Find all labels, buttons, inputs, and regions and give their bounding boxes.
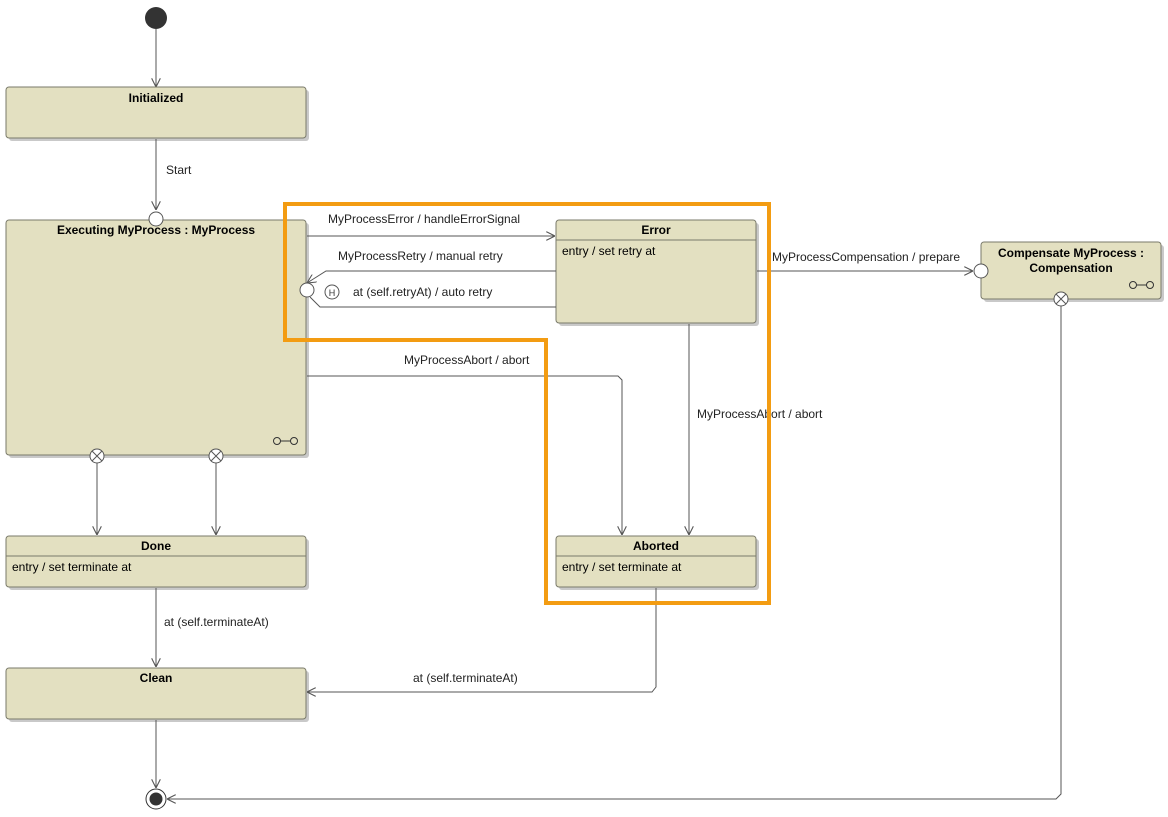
state-executing-title: Executing MyProcess : MyProcess xyxy=(57,223,255,237)
edge-retry-manual xyxy=(307,270,556,283)
state-done-title: Done xyxy=(141,539,171,553)
transition-aborted-clean-label: at (self.terminateAt) xyxy=(413,671,518,685)
history-icon[interactable]: H xyxy=(324,284,340,300)
transition-retry-manual-label: MyProcessRetry / manual retry xyxy=(338,249,503,263)
edge-abort-from-executing xyxy=(307,375,622,535)
edge-retry-auto xyxy=(309,296,556,308)
exit-point-compensate[interactable] xyxy=(1053,291,1069,307)
transition-retry-auto-label: at (self.retryAt) / auto retry xyxy=(353,285,492,299)
state-done-body: entry / set terminate at xyxy=(12,560,132,574)
transition-error-label: MyProcessError / handleErrorSignal xyxy=(328,212,520,226)
initial-node[interactable] xyxy=(145,7,167,29)
state-error[interactable]: Error entry / set retry at xyxy=(555,219,759,326)
state-compensate-title-line2: Compensation xyxy=(1029,261,1112,275)
submachine-icon xyxy=(273,437,298,445)
history-symbol: H xyxy=(329,288,336,298)
state-compensate-title-line1: Compensate MyProcess : xyxy=(998,246,1144,260)
transition-compensation-label: MyProcessCompensation / prepare xyxy=(772,250,960,264)
transition-abort-error-label: MyProcessAbort / abort xyxy=(697,407,823,421)
state-initialized-title: Initialized xyxy=(129,91,184,105)
state-aborted-title: Aborted xyxy=(633,539,679,553)
entry-point-executing[interactable] xyxy=(148,211,164,227)
submachine-icon xyxy=(1129,281,1154,289)
entry-point-retry[interactable] xyxy=(299,282,315,298)
state-aborted[interactable]: Aborted entry / set terminate at xyxy=(555,535,759,590)
state-error-title: Error xyxy=(641,223,671,237)
entry-point-compensate[interactable] xyxy=(973,263,989,279)
transition-done-clean-label: at (self.terminateAt) xyxy=(164,615,269,629)
edge-compensate-to-final xyxy=(167,306,1062,799)
final-node[interactable] xyxy=(145,788,167,810)
state-executing[interactable]: Executing MyProcess : MyProcess xyxy=(5,219,309,458)
state-aborted-body: entry / set terminate at xyxy=(562,560,682,574)
transition-abort-executing-label: MyProcessAbort / abort xyxy=(404,353,530,367)
state-clean-title: Clean xyxy=(140,671,173,685)
state-compensate[interactable]: Compensate MyProcess : Compensation xyxy=(980,241,1164,302)
state-clean[interactable]: Clean xyxy=(5,667,309,722)
state-done[interactable]: Done entry / set terminate at xyxy=(5,535,309,590)
highlight-outline xyxy=(283,202,771,605)
state-initialized[interactable]: Initialized xyxy=(5,86,309,141)
edge-aborted-to-clean xyxy=(307,588,657,692)
exit-point-executing-left[interactable] xyxy=(89,448,105,464)
state-error-body: entry / set retry at xyxy=(562,244,656,258)
exit-point-executing-right[interactable] xyxy=(208,448,224,464)
transition-start-label: Start xyxy=(166,163,192,177)
